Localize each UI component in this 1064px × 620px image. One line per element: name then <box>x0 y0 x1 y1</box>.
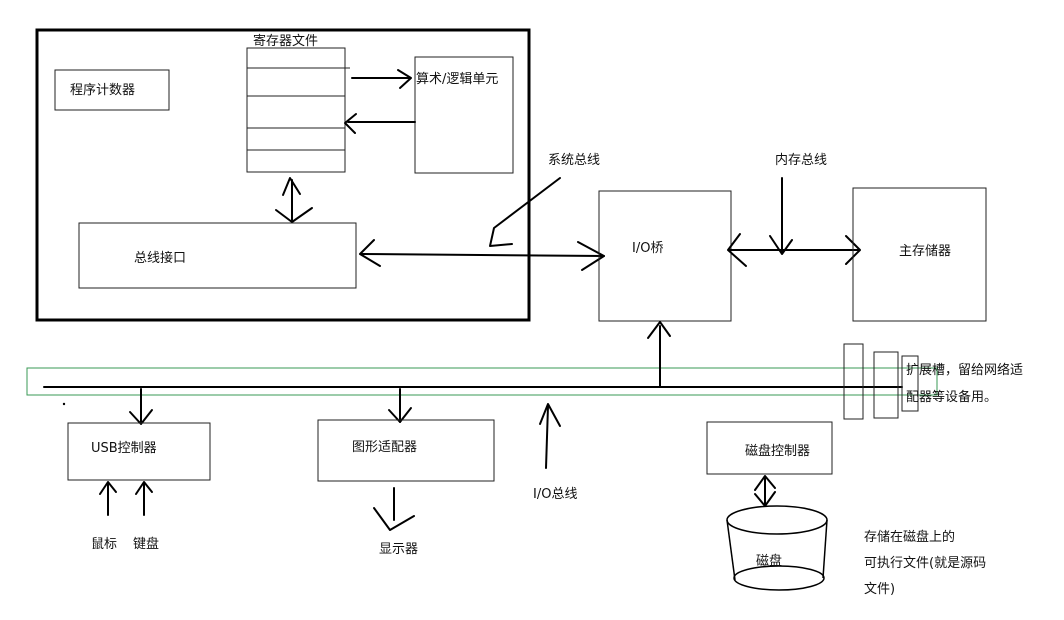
io-bus-pointer <box>539 403 561 469</box>
io-bus-label: I/O总线 <box>533 487 577 502</box>
usb-controller-label: USB控制器 <box>91 441 157 456</box>
main-memory-label: 主存储器 <box>899 244 951 259</box>
mouse-label: 鼠标 <box>91 537 117 552</box>
bus-interface-label: 总线接口 <box>134 250 186 266</box>
program-counter-label: 程序计数器 <box>70 83 135 98</box>
disk-note-line1: 存储在磁盘上的 <box>864 529 955 545</box>
expansion-slots-line2: 配器等设备用。 <box>906 389 997 405</box>
display-arrow <box>373 487 415 531</box>
register-file <box>246 47 350 173</box>
graphics-adapter-label: 图形适配器 <box>352 440 417 455</box>
graphics-adapter-box <box>317 419 495 482</box>
display-label: 显示器 <box>379 542 418 557</box>
cpu-chip-box <box>35 28 531 322</box>
program-counter-box <box>54 69 170 111</box>
disk-controller-box <box>706 421 833 475</box>
expansion-slots <box>843 343 919 420</box>
bus-interface-box <box>78 222 357 289</box>
disk-label: 磁盘 <box>756 553 782 569</box>
mouse-arrow <box>99 481 117 516</box>
main-memory-box <box>852 187 987 322</box>
keyboard-arrow <box>135 481 153 516</box>
alu-label: 算术/逻辑单元 <box>416 72 498 87</box>
keyboard-label: 键盘 <box>133 536 159 552</box>
usb-controller-box <box>67 422 211 481</box>
memory-bus <box>727 177 861 267</box>
disk-controller-disk-arrow <box>754 475 776 507</box>
disk-controller-label: 磁盘控制器 <box>745 443 810 459</box>
usb-bus-arrow <box>129 388 153 425</box>
io-bridge-box <box>598 190 732 322</box>
disk-cylinder <box>726 505 828 591</box>
graphics-bus-arrow <box>388 388 412 423</box>
alu-box <box>414 56 514 174</box>
expansion-slots-line1: 扩展槽，留给网络适 <box>906 362 1023 378</box>
system-bus <box>359 177 605 271</box>
memory-bus-label: 内存总线 <box>775 152 827 168</box>
register-file-label: 寄存器文件 <box>253 33 318 49</box>
io-bus-start-dot <box>62 402 66 406</box>
register-alu-arrows <box>344 69 416 134</box>
register-bus-interface-arrow <box>275 177 313 223</box>
io-bridge-io-bus-link <box>647 321 671 388</box>
disk-note-line2: 可执行文件(就是源码 <box>864 556 986 571</box>
io-bus-highlight <box>26 367 938 396</box>
disk-note-line3: 文件) <box>864 582 895 597</box>
io-bridge-label: I/O桥 <box>632 241 663 256</box>
system-bus-label: 系统总线 <box>548 153 600 168</box>
